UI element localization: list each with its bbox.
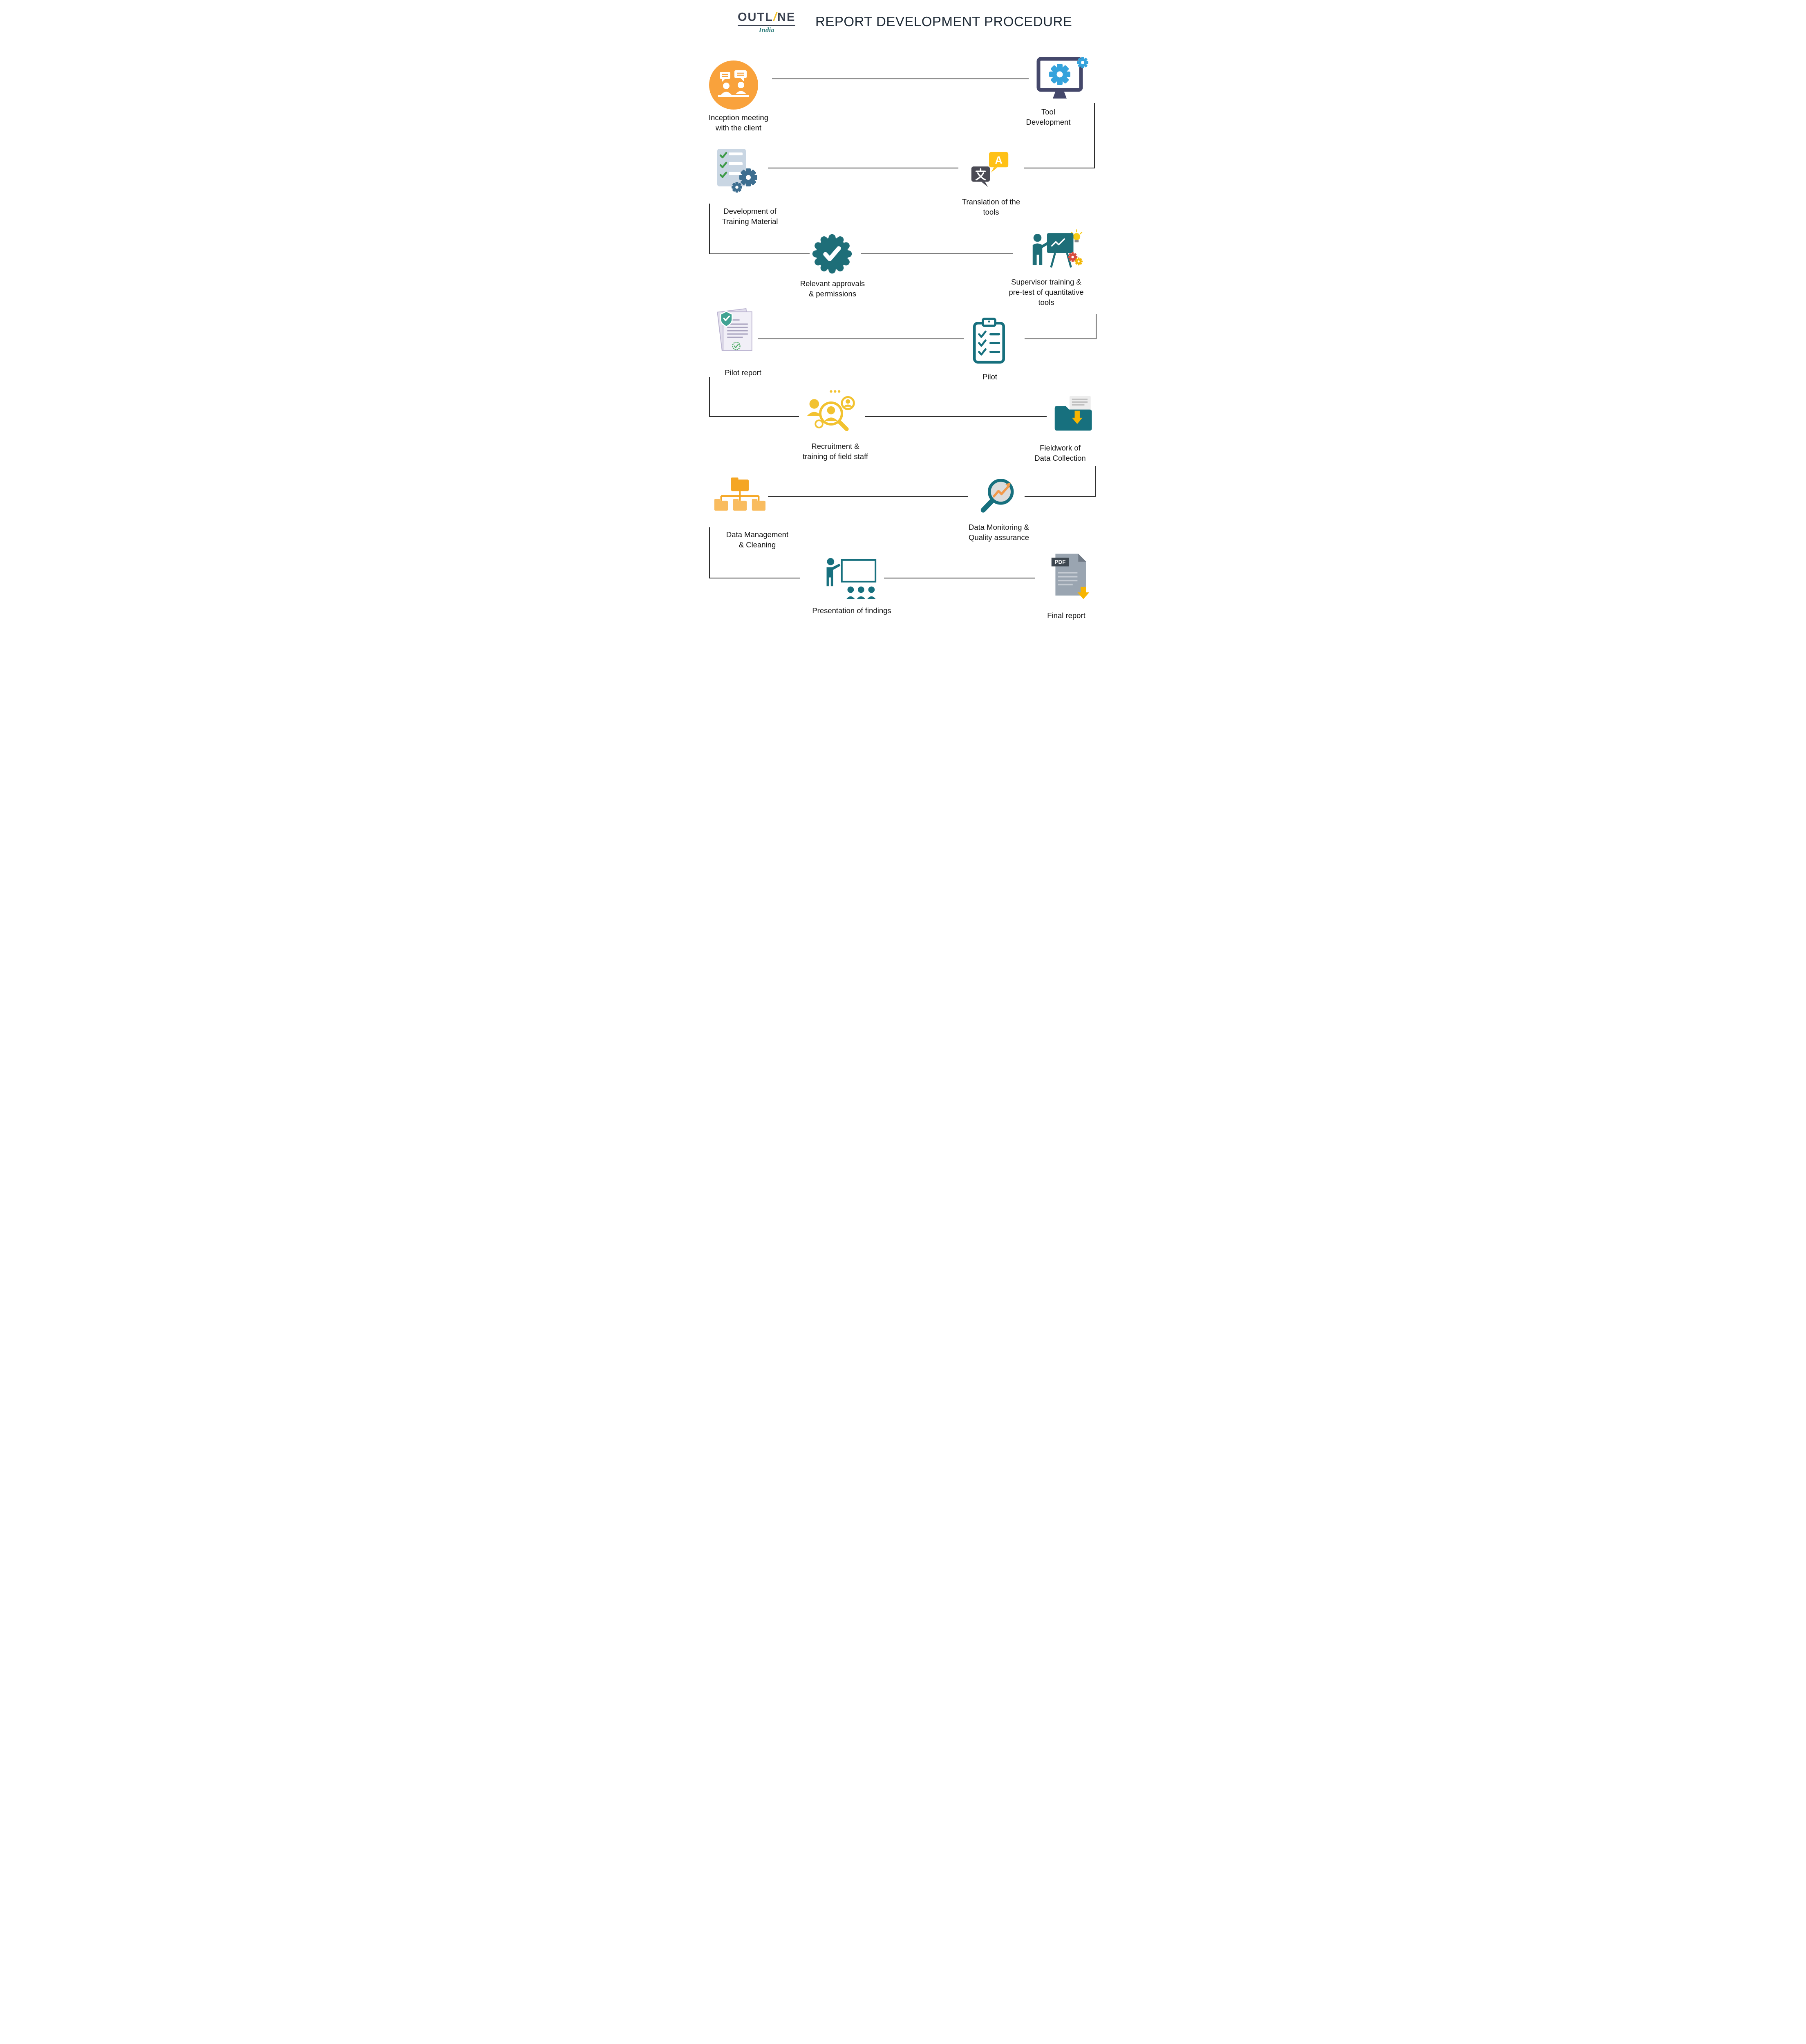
connector-line [1025, 496, 1096, 497]
step-label-data-monitoring: Data Monitoring & Quality assurance [968, 523, 1029, 542]
final-report-icon: PDF [1049, 552, 1092, 602]
connector-line [709, 416, 799, 417]
connector-line [709, 253, 810, 254]
step-label-recruitment: Recruitment & training of field staff [802, 442, 868, 461]
logo-subtitle: India [759, 26, 774, 34]
pilot-report-icon [711, 306, 762, 356]
connector-line [772, 78, 1029, 79]
data-management-icon [712, 476, 766, 520]
step-label-inception: Inception meeting with the client [708, 113, 769, 132]
data-monitoring-icon [976, 474, 1022, 520]
meeting-icon [709, 61, 758, 110]
recruitment-icon [800, 388, 862, 439]
connector-line [709, 377, 710, 417]
step-label-data-management: Data Management & Cleaning [726, 530, 789, 549]
step-label-supervisor-training: Supervisor training & pre-test of quanti… [1009, 278, 1084, 307]
connector-line [709, 527, 710, 578]
step-label-pilot: Pilot [982, 372, 997, 381]
approval-seal-icon [810, 232, 854, 276]
connector-line [709, 204, 710, 254]
connector-line [861, 253, 1013, 254]
step-label-final-report: Final report [1047, 611, 1085, 620]
connector-line [758, 338, 964, 339]
step-label-training-material: Development of Training Material [722, 207, 778, 226]
connector-line [865, 416, 1047, 417]
step-label-tool-development: Tool Development [1026, 108, 1071, 126]
translation-latin-glyph: A [995, 155, 1002, 166]
logo-slash: / [773, 11, 777, 24]
connector-line [768, 496, 968, 497]
translation-cjk-glyph [975, 168, 986, 181]
connector-line [1025, 338, 1097, 339]
connector-line [1096, 314, 1097, 339]
report-development-procedure-diagram: OUTL/NE India REPORT DEVELOPMENT PROCEDU… [677, 0, 1129, 639]
step-label-approvals: Relevant approvals & permissions [800, 279, 865, 298]
supervisor-training-icon [1029, 229, 1083, 277]
step-label-presentation: Presentation of findings [812, 606, 891, 615]
fieldwork-icon [1052, 395, 1097, 438]
connector-line [1094, 103, 1095, 168]
outline-india-logo: OUTL/NE India [738, 11, 796, 34]
step-label-fieldwork: Fieldwork of Data Collection [1034, 444, 1086, 462]
presentation-icon [817, 554, 879, 603]
translation-icon: A [968, 150, 1012, 195]
step-label-pilot-report: Pilot report [725, 368, 761, 377]
logo-part1: OUTL [738, 11, 773, 24]
step-label-translation: Translation of the tools [962, 197, 1020, 216]
page-title: REPORT DEVELOPMENT PROCEDURE [815, 14, 1072, 29]
logo-part2: NE [777, 11, 796, 24]
tool-development-icon [1036, 56, 1089, 107]
training-material-icon [713, 147, 762, 195]
pdf-badge: PDF [1054, 559, 1065, 565]
pilot-checklist-icon [970, 317, 1008, 365]
connector-line [1095, 466, 1096, 497]
logo-wordmark: OUTL/NE [738, 11, 796, 26]
